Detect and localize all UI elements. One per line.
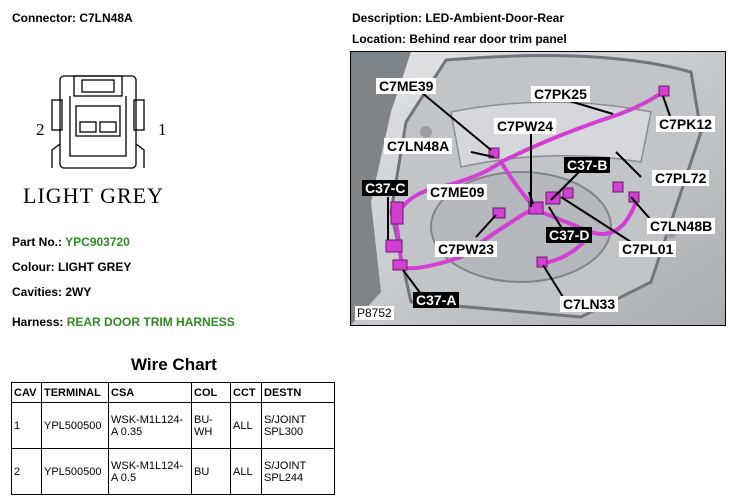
cavities-row: Cavities: 2WY bbox=[12, 285, 92, 299]
callout-c7ln33: C7LN33 bbox=[560, 296, 619, 312]
table-row: 1 YPL500500 WSK-M1L124-A 0.35 BU-WH ALL … bbox=[11, 402, 335, 449]
cell-terminal: YPL500500 bbox=[41, 402, 109, 449]
cell-csa: WSK-M1L124-A 0.35 bbox=[108, 402, 192, 449]
harness-value: REAR DOOR TRIM HARNESS bbox=[66, 315, 235, 329]
part-number-value: YPC903720 bbox=[65, 235, 130, 249]
harness-label: Harness: bbox=[12, 315, 64, 329]
callout-c7pl72: C7PL72 bbox=[652, 170, 710, 186]
part-number-row: Part No.: YPC903720 bbox=[12, 235, 130, 249]
header-cct: CCT bbox=[230, 382, 262, 403]
cell-destn: S/JOINT SPL300 bbox=[261, 402, 335, 449]
callout-c7pl01: C7PL01 bbox=[619, 241, 677, 257]
callout-c7pw24: C7PW24 bbox=[494, 118, 557, 134]
cell-col: BU bbox=[191, 448, 231, 495]
callout-c7me09: C7ME09 bbox=[427, 184, 488, 200]
callout-c7me39: C7ME39 bbox=[376, 78, 437, 94]
callout-c7ln48a: C7LN48A bbox=[384, 138, 453, 154]
pin-number-1: 1 bbox=[158, 120, 167, 139]
cell-terminal: YPL500500 bbox=[41, 448, 109, 495]
table-row: 2 YPL500500 WSK-M1L124-A 0.5 BU ALL S/JO… bbox=[11, 448, 335, 495]
callout-c7ln48b: C7LN48B bbox=[647, 218, 716, 234]
location-photo: C7ME39 C7PK25 C7PK12 C7PW24 C7LN48A C37-… bbox=[350, 51, 726, 326]
harness-row: Harness: REAR DOOR TRIM HARNESS bbox=[12, 315, 235, 329]
connector-colour-label: LIGHT GREY bbox=[23, 183, 164, 208]
part-number-label: Part No.: bbox=[12, 235, 63, 249]
location: Location: Behind rear door trim panel bbox=[352, 32, 567, 46]
cell-cct: ALL bbox=[230, 402, 262, 449]
cell-cav: 2 bbox=[11, 448, 42, 495]
cell-csa: WSK-M1L124-A 0.5 bbox=[108, 448, 192, 495]
photo-reference-code: P8752 bbox=[355, 306, 394, 320]
colour-row: Colour: LIGHT GREY bbox=[12, 260, 132, 274]
description: Description: LED-Ambient-Door-Rear bbox=[352, 11, 565, 25]
callout-c7pw23: C7PW23 bbox=[435, 241, 498, 257]
cell-cav: 1 bbox=[11, 402, 42, 449]
cell-destn: S/JOINT SPL244 bbox=[261, 448, 335, 495]
header-csa: CSA bbox=[108, 382, 192, 403]
connector-face-diagram bbox=[51, 75, 145, 169]
cell-col: BU-WH bbox=[191, 402, 231, 449]
callout-c37-d: C37-D bbox=[546, 227, 593, 243]
callout-c37-b: C37-B bbox=[564, 157, 611, 173]
callout-c37-a: C37-A bbox=[413, 292, 460, 308]
header-terminal: TERMINAL bbox=[41, 382, 109, 403]
callout-c7pk12: C7PK12 bbox=[656, 116, 715, 132]
header-col: COL bbox=[191, 382, 231, 403]
header-destn: DESTN bbox=[261, 382, 335, 403]
pin-number-2: 2 bbox=[36, 120, 45, 139]
wire-chart-table: CAV TERMINAL CSA COL CCT DESTN 1 YPL5005… bbox=[11, 382, 335, 495]
table-header-row: CAV TERMINAL CSA COL CCT DESTN bbox=[11, 382, 335, 403]
connector-title: Connector: C7LN48A bbox=[12, 11, 133, 25]
cell-cct: ALL bbox=[230, 448, 262, 495]
callout-c7pk25: C7PK25 bbox=[531, 86, 590, 102]
wire-chart-title: Wire Chart bbox=[131, 355, 217, 374]
header-cav: CAV bbox=[11, 382, 42, 403]
callout-c37-c: C37-C bbox=[362, 180, 409, 196]
